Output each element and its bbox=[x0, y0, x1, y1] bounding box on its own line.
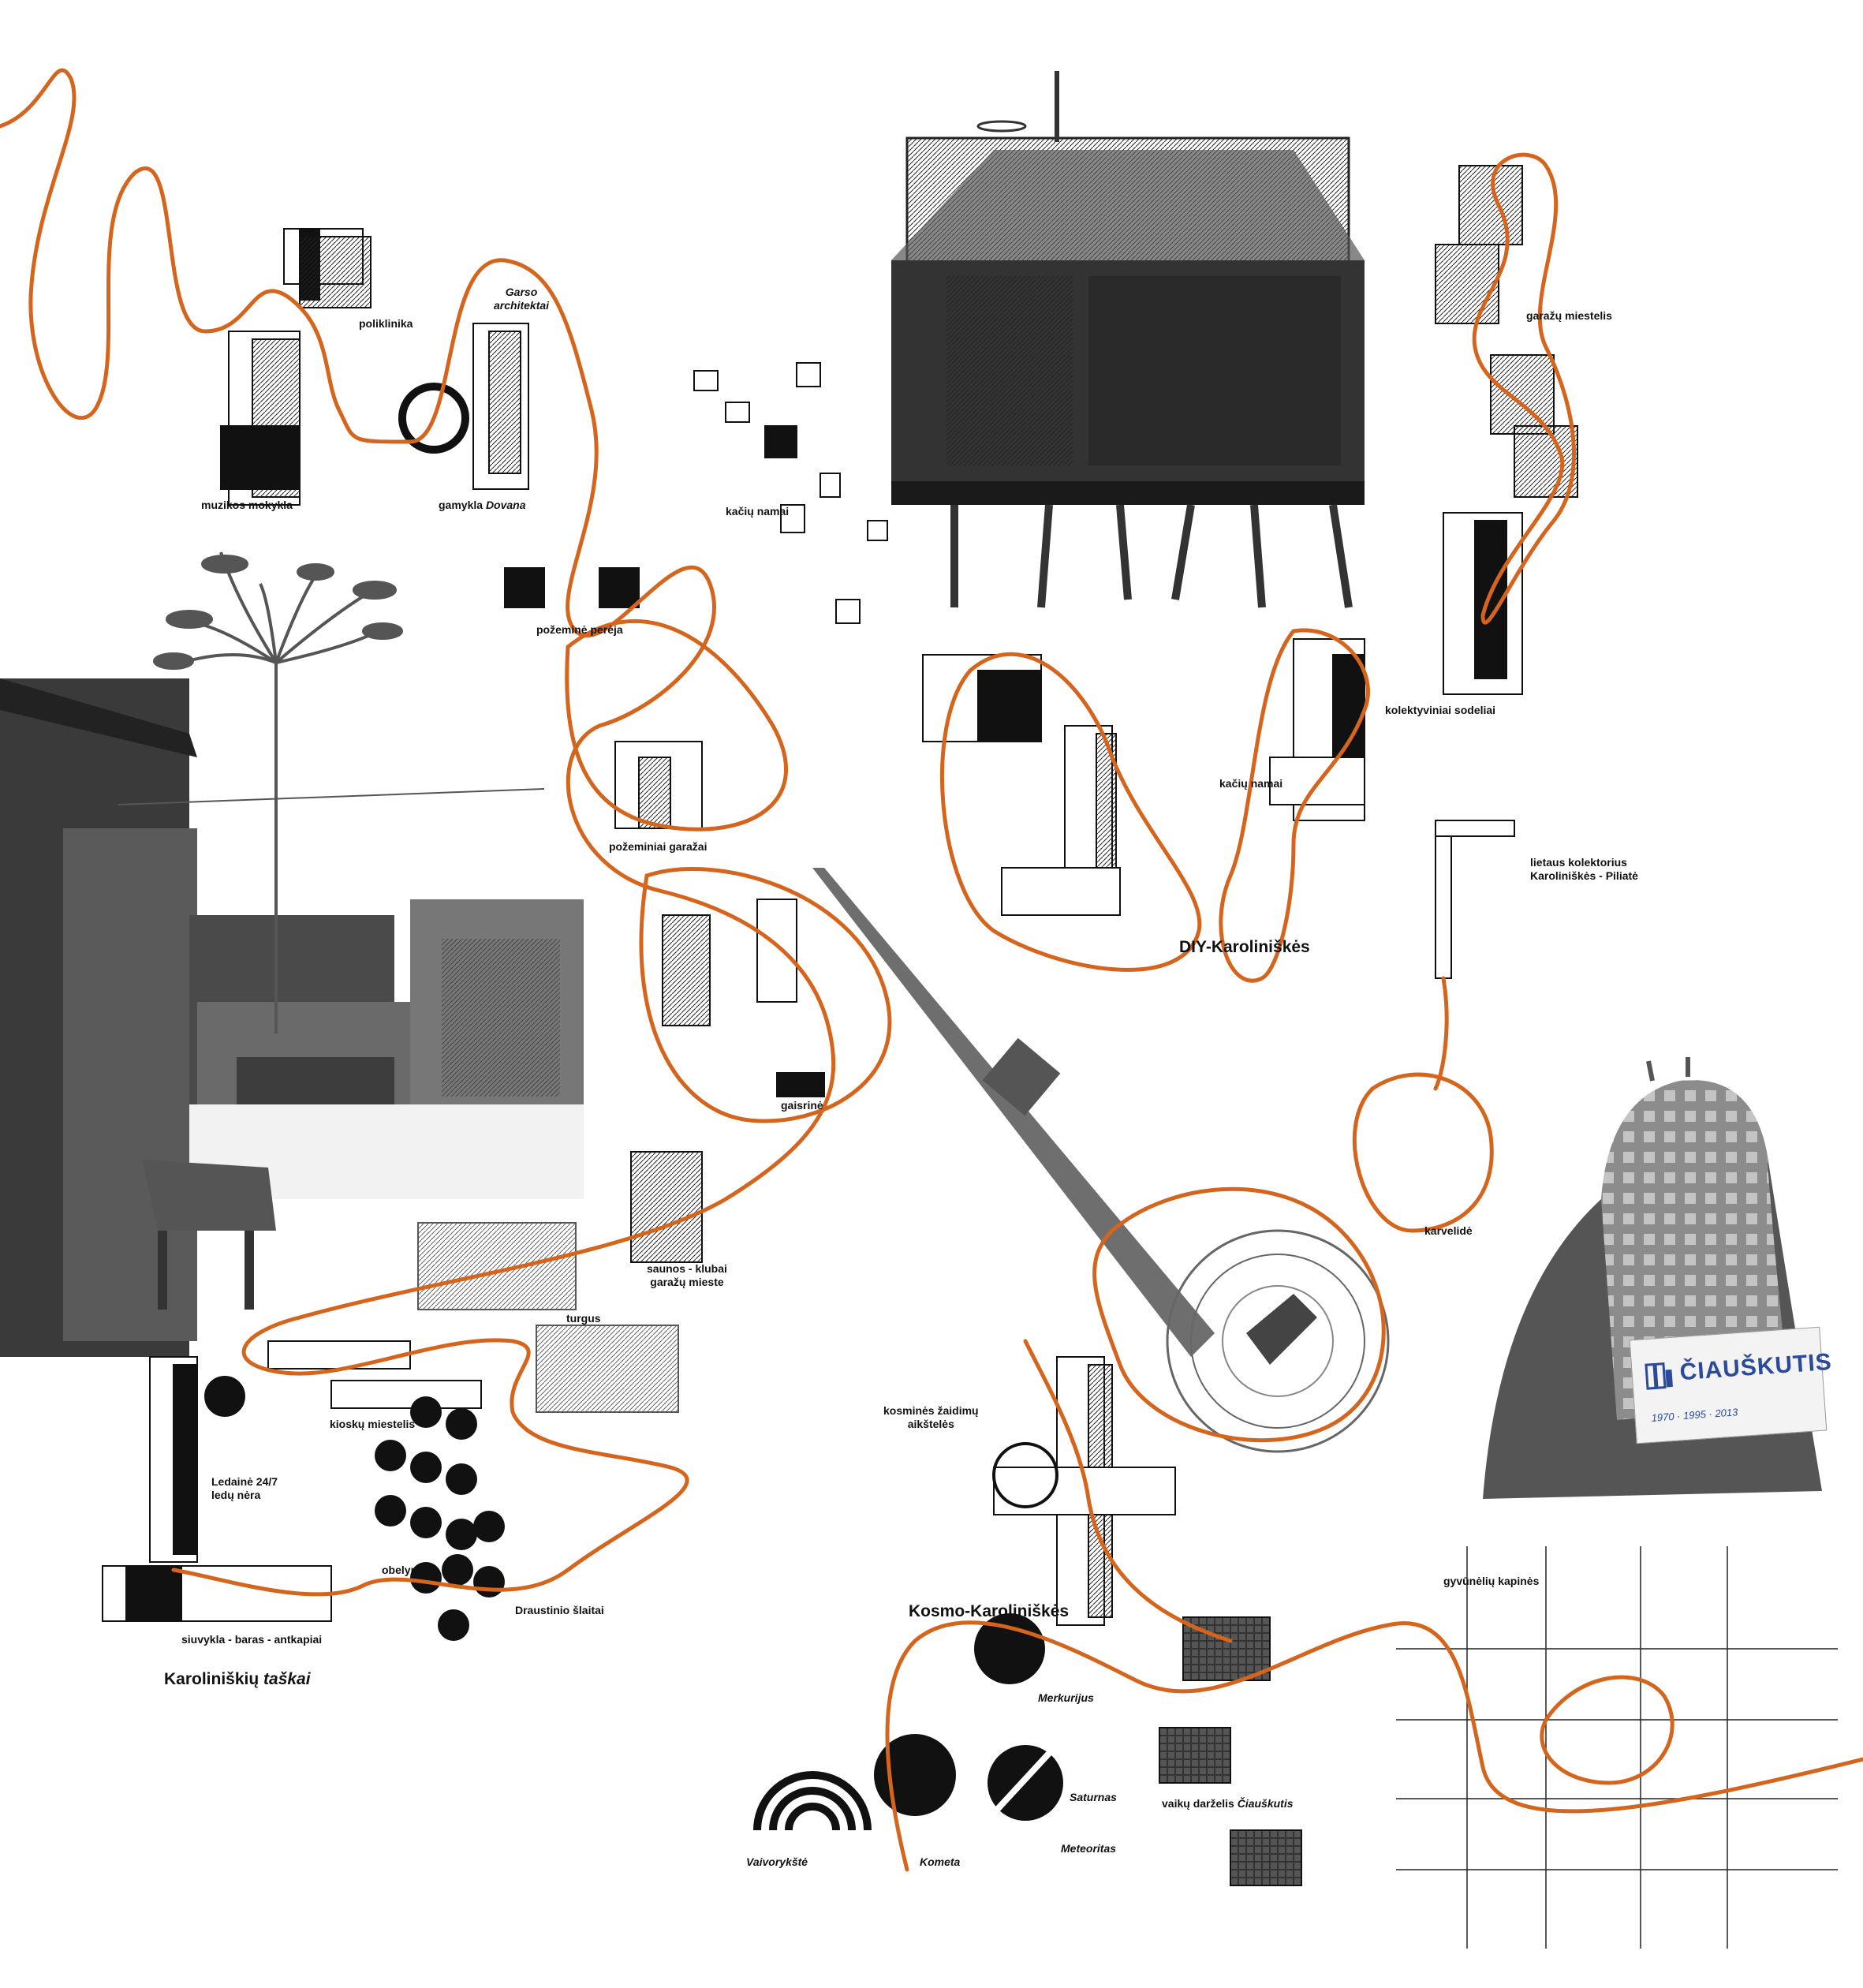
label-kosmines-aiksteles: kosminės žaidimų aikštelės bbox=[883, 1404, 979, 1431]
ciauskutis-logo-title: ČIAUŠKUTIS bbox=[1678, 1348, 1833, 1386]
label-turgus: turgus bbox=[566, 1312, 601, 1325]
label-pozemine-pereja: požeminė perėja bbox=[536, 623, 623, 636]
label-kaciu-namai-1: kačių namai bbox=[726, 505, 790, 518]
building-blocks bbox=[102, 165, 1578, 1886]
label-draustinio-slaitai: Draustinio šlaitai bbox=[515, 1604, 604, 1616]
label-kosmines-line2: aikštelės bbox=[907, 1417, 954, 1430]
ciauskutis-plaque: ČIAUŠKUTIS 1970 · 1995 · 2013 bbox=[1629, 1326, 1833, 1444]
label-vaiku-name: Čiauškutis bbox=[1237, 1797, 1294, 1810]
label-kometa: Kometa bbox=[920, 1855, 961, 1868]
label-pozeminiai-garazai: požeminiai garažai bbox=[609, 840, 707, 853]
label-kaciu-namai-2: kačių namai bbox=[1219, 777, 1283, 790]
label-kosmo-karoliniskes: Kosmo-Karoliniškės bbox=[909, 1602, 1070, 1620]
label-ledaine-line1: Ledainė 24/7 bbox=[211, 1475, 278, 1488]
label-saturnas: Saturnas bbox=[1070, 1791, 1117, 1803]
label-diy-karoliniskes: DIY-Karoliniškės bbox=[1179, 938, 1310, 956]
label-garso-line1: Garso bbox=[505, 286, 538, 298]
label-saunos-klubai: saunos - klubai garažų mieste bbox=[647, 1262, 727, 1289]
label-siuvykla: siuvykla - baras - antkapiai bbox=[181, 1633, 323, 1646]
label-lietaus-kolektorius: lietaus kolektorius Karoliniškės - Pilia… bbox=[1530, 856, 1638, 883]
label-gamykla: gamykla Dovana bbox=[439, 499, 526, 512]
street-grid bbox=[1396, 1546, 1838, 1949]
label-gyvuneliu-kapines: gyvūnėlių kapinės bbox=[1443, 1575, 1540, 1587]
label-vaiku-darzelis: vaikų darželis Čiauškutis bbox=[1162, 1797, 1294, 1810]
planets bbox=[753, 1613, 1075, 1833]
label-gamykla-name: Dovana bbox=[485, 499, 526, 511]
label-vaivoryksle: Vaivorykštė bbox=[746, 1855, 808, 1868]
label-kolektyviniai-sodeliai: kolektyviniai sodeliai bbox=[1385, 704, 1496, 716]
label-merkurijus: Merkurijus bbox=[1038, 1691, 1094, 1704]
label-garso-line2: architektai bbox=[494, 298, 550, 312]
route-lines bbox=[0, 68, 1863, 1872]
label-vaiku-prefix: vaikų darželis bbox=[1162, 1797, 1238, 1810]
label-kosmines-line1: kosminės žaidimų bbox=[883, 1404, 979, 1417]
label-kiosku-miestelis: kioskų miestelis bbox=[330, 1418, 416, 1430]
label-karoliniskiu-taskai: Karoliniškių taškai bbox=[164, 1669, 311, 1689]
street-lamp bbox=[118, 551, 545, 1033]
label-lietaus-line2: Karoliniškės - Piliatė bbox=[1530, 869, 1638, 882]
label-gaisrine: gaisrinė bbox=[781, 1099, 823, 1112]
ciauskutis-logo-years: 1970 · 1995 · 2013 bbox=[1651, 1406, 1738, 1424]
label-saunos-line2: garažų mieste bbox=[650, 1275, 724, 1288]
label-garso-architektai: Garso architektai bbox=[494, 286, 549, 312]
label-saunos-line1: saunos - klubai bbox=[647, 1262, 727, 1275]
label-karoliniskiu-taskai-word: taškai bbox=[263, 1670, 311, 1688]
label-gamykla-prefix: gamykla bbox=[439, 499, 486, 511]
garages-photo bbox=[0, 678, 584, 1357]
label-ledaine: Ledainė 24/7 ledų nėra bbox=[211, 1475, 278, 1502]
tv-tower bbox=[812, 868, 1390, 1453]
label-poliklinika: poliklinika bbox=[359, 317, 413, 330]
label-ledaine-line2: ledų nėra bbox=[211, 1488, 261, 1501]
label-karvelide: karvelidė bbox=[1424, 1224, 1473, 1237]
label-obelynas: obelynas bbox=[382, 1564, 430, 1576]
label-muzikos-mokykla: muzikos mokykla bbox=[201, 499, 293, 511]
stilt-house-photo bbox=[891, 71, 1365, 608]
label-karoliniskiu-prefix: Karoliniškių bbox=[164, 1670, 264, 1688]
ciauskutis-logo-icon bbox=[1645, 1362, 1673, 1390]
label-garazu-miestelis: garažų miestelis bbox=[1526, 309, 1612, 322]
label-meteoritas: Meteoritas bbox=[1061, 1842, 1117, 1855]
orchard-trees bbox=[375, 1396, 505, 1641]
label-lietaus-line1: lietaus kolektorius bbox=[1530, 856, 1627, 869]
